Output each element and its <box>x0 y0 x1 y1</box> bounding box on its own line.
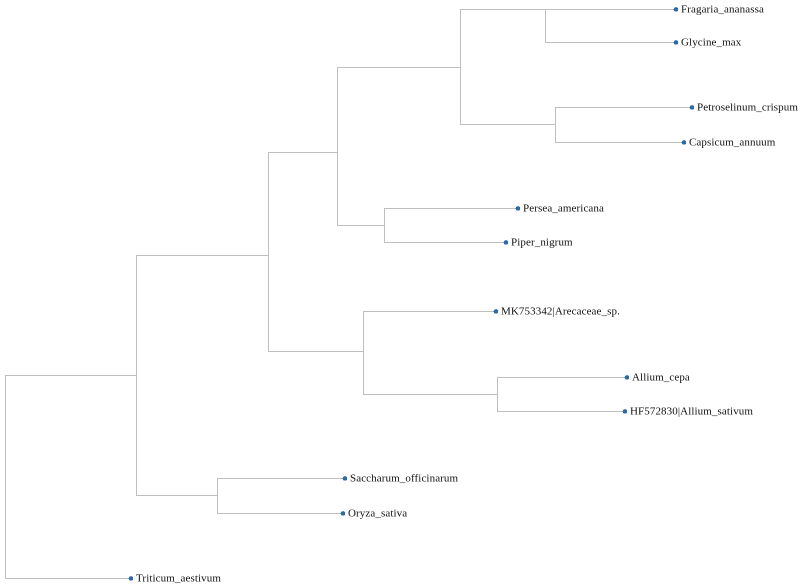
vertical-connectors <box>5 9 556 579</box>
tip-label-capsicum_annuum: Capsicum_annuum <box>689 136 776 149</box>
tip-dot-petroselinum_crispum[interactable] <box>689 105 695 110</box>
tip-label-fragaria_ananassa: Fragaria_ananassa <box>681 3 764 16</box>
tip-dot-oryza_sativa[interactable] <box>340 511 346 516</box>
tip-dot-allium_cepa[interactable] <box>624 375 630 380</box>
tip-label-mk753342_arecaceae_sp: MK753342|Arecaceae_sp. <box>501 305 620 318</box>
tip-label-triticum_aestivum: Triticum_aestivum <box>136 572 222 585</box>
tip-dot-hf572830_allium_sativum[interactable] <box>622 409 628 414</box>
tip-dot-fragaria_ananassa[interactable] <box>673 7 679 12</box>
tip-dot-piper_nigrum[interactable] <box>503 240 509 245</box>
tip-label-glycine_max: Glycine_max <box>681 36 742 49</box>
tip-dot-saccharum_officinarum[interactable] <box>342 476 348 481</box>
tip-label-oryza_sativa: Oryza_sativa <box>348 507 408 520</box>
tip-label-piper_nigrum: Piper_nigrum <box>511 236 573 249</box>
horizontal-branches <box>5 9 692 579</box>
tip-dot-persea_americana[interactable] <box>515 206 521 211</box>
tip-label-hf572830_allium_sativum: HF572830|Allium_sativum <box>630 405 754 418</box>
tip-dot-glycine_max[interactable] <box>673 40 679 45</box>
tip-dot-capsicum_annuum[interactable] <box>681 140 687 145</box>
tip-label-allium_cepa: Allium_cepa <box>632 371 690 384</box>
tip-label-persea_americana: Persea_americana <box>523 202 604 215</box>
tip-label-saccharum_officinarum: Saccharum_officinarum <box>350 472 459 485</box>
tip-dot-triticum_aestivum[interactable] <box>128 576 134 581</box>
tip-markers <box>128 7 695 581</box>
tip-label-petroselinum_crispum: Petroselinum_crispum <box>697 101 798 114</box>
tip-dot-mk753342_arecaceae_sp[interactable] <box>493 309 499 314</box>
